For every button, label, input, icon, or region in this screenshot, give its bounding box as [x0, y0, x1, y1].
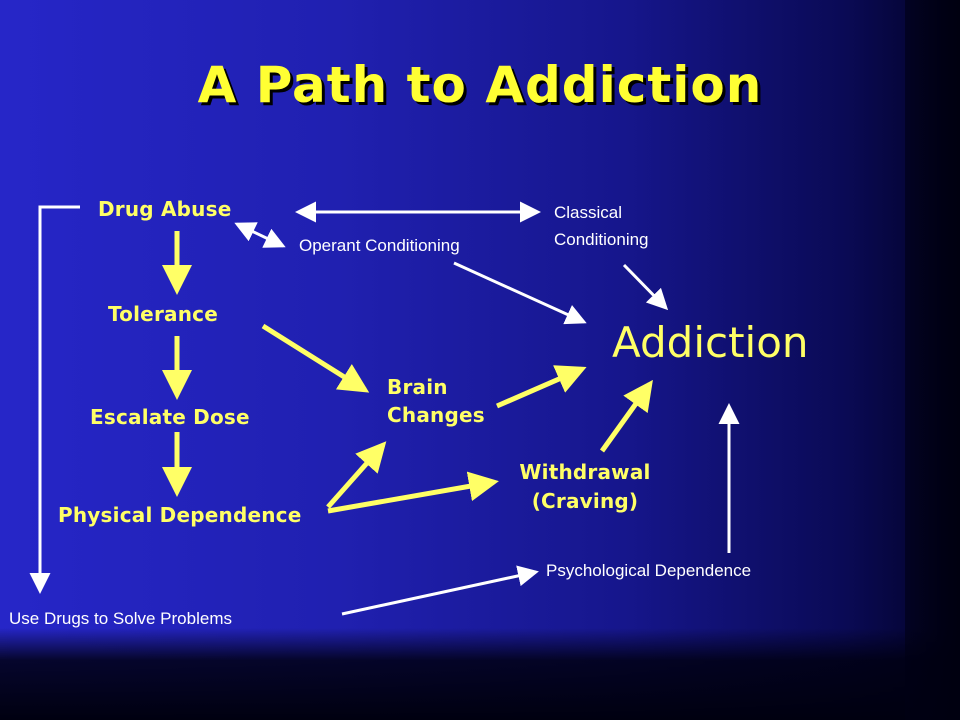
node-withdrawal-line2: (Craving): [531, 489, 639, 513]
arrow-physical-withdrawal: [327, 471, 499, 514]
node-classical-conditioning: Classical Conditioning: [554, 203, 649, 251]
node-tolerance: Tolerance: [108, 302, 218, 326]
node-withdrawal: Withdrawal (Craving): [500, 460, 670, 513]
node-brain-changes-line2: Changes: [387, 403, 485, 427]
arrow-drugabuse-operant: [234, 222, 286, 248]
arrow-tolerance-brain: [261, 323, 370, 393]
bottom-shadow-band: [0, 628, 960, 720]
arrow-brain-addiction: [496, 365, 587, 409]
node-use-drugs: Use Drugs to Solve Problems: [9, 609, 232, 628]
node-brain-changes: Brain Changes: [387, 375, 485, 427]
arrow-physical-brain: [326, 441, 387, 509]
node-drug-abuse: Drug Abuse: [98, 197, 232, 221]
arrow-operant-addiction: [453, 261, 587, 325]
node-physical-dependence: Physical Dependence: [58, 503, 302, 527]
arrow-classical-addiction: [622, 263, 669, 311]
right-shadow-band: [905, 0, 960, 720]
node-psychological-dependence: Psychological Dependence: [546, 561, 752, 580]
node-withdrawal-line1: Withdrawal: [519, 460, 651, 484]
node-operant-conditioning: Operant Conditioning: [299, 236, 460, 255]
node-brain-changes-line1: Brain: [387, 375, 448, 399]
arrow-withdrawal-addiction: [599, 379, 653, 453]
arrow-usedrugs-psych: [341, 565, 539, 616]
node-classical-line1: Classical: [554, 203, 623, 222]
node-escalate-dose: Escalate Dose: [90, 405, 250, 429]
page-title: A Path to Addiction: [197, 56, 763, 114]
node-classical-line2: Conditioning: [554, 230, 649, 250]
node-addiction: Addiction: [612, 318, 809, 367]
arrow-drugabuse-usedrugs: [29, 205, 80, 594]
